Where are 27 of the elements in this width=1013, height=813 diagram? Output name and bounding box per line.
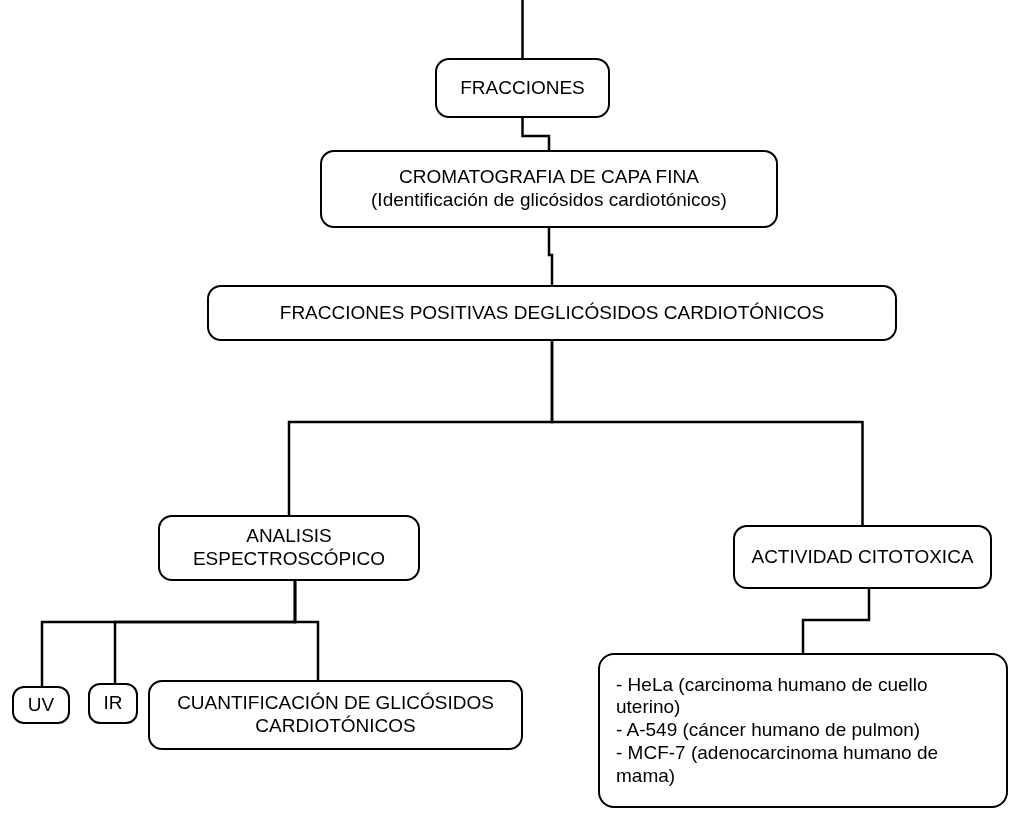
process-box [320, 150, 778, 228]
box-text: UV [27, 693, 55, 717]
box-text: CROMATOGRAFIA DE CAPA FINA [399, 166, 699, 189]
box-text: - MCF-7 (adenocarcinoma humano de mama) [616, 741, 940, 788]
connector-line [550, 341, 864, 525]
box-text: CUANTIFICACIÓN DE GLICÓSIDOS CARDIOTÓNICOS [176, 692, 495, 738]
connector-line [293, 581, 320, 680]
connector-line [547, 228, 554, 285]
process-box [88, 683, 138, 724]
box-text: FRACCIONES [460, 76, 585, 100]
process-box [148, 680, 523, 750]
process-box [12, 686, 70, 724]
connector-line [521, 118, 551, 150]
box-text: (Identificación de glicósidos cardiotónicos) [371, 189, 727, 212]
process-box [733, 525, 992, 589]
box-text: FRACCIONES POSITIVAS DEGLICÓSIDOS CARDIOTÓNICOS [279, 301, 825, 325]
process-box [158, 515, 420, 581]
process-box [598, 653, 1008, 808]
box-text: ANALISIS ESPECTROSCÓPICO [191, 525, 387, 571]
connector-line [801, 589, 871, 653]
process-box [435, 58, 610, 118]
box-text: ACTIVIDAD CITOTOXICA [751, 545, 974, 569]
box-text: - HeLa (carcinoma humano de cuello uterino) [616, 673, 929, 720]
box-text: IR [103, 692, 123, 715]
connector-line [521, 0, 524, 58]
box-text: - A-549 (cáncer humano de pulmon) [616, 719, 921, 742]
process-box [207, 285, 897, 341]
